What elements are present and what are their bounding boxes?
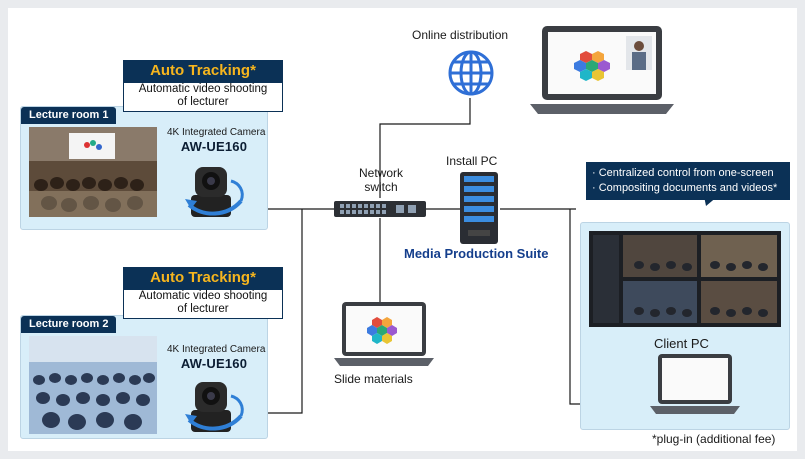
auto-tracking-description: Automatic video shooting of lecturer: [123, 82, 283, 112]
camera-title: 4K Integrated Camera: [167, 344, 266, 355]
camera-title: 4K Integrated Camera: [167, 127, 266, 138]
client-pc-area: [580, 222, 790, 430]
room-tab: Lecture room 1: [21, 107, 117, 124]
ptz-camera-icon: [183, 376, 247, 439]
slide-materials-label: Slide materials: [334, 372, 413, 386]
camera-model: AW-UE160: [180, 356, 248, 371]
install-pc-label: Install PC: [446, 154, 498, 168]
lecture-room-1: Lecture room 1 4K Integrated Camera AW-U…: [20, 106, 268, 230]
network-switch-label: Network switch: [358, 166, 403, 194]
client-pc-label: Client PC: [654, 336, 709, 351]
plug-in-footnote: *plug-in (additional fee): [652, 432, 776, 446]
lecture-room-photo: [29, 127, 157, 217]
camera-model: AW-UE160: [180, 139, 248, 154]
monitoring-screen: [589, 231, 781, 332]
bubble-pointer: [704, 196, 718, 206]
server-tower-icon: [460, 172, 500, 251]
streaming-laptop-icon: [530, 24, 674, 121]
wire-room2-switch: [262, 209, 303, 414]
media-production-suite-label: Media Production Suite: [404, 246, 549, 261]
lecture-room-2: Lecture room 2 4K Integrated Camera AW-U…: [20, 315, 268, 439]
slide-materials-laptop-icon: [334, 302, 434, 373]
auto-tracking-callout: Auto Tracking*: [123, 60, 283, 82]
ptz-camera-icon: [183, 161, 247, 226]
client-features-bubble: · Centralized control from one-screen · …: [586, 162, 790, 200]
auto-tracking-callout: Auto Tracking*: [123, 267, 283, 289]
network-switch-icon: [334, 199, 426, 224]
online-distribution-label: Online distribution: [412, 28, 509, 42]
room-tab: Lecture room 2: [21, 316, 117, 333]
lecture-room-photo: [29, 336, 157, 434]
auto-tracking-description: Automatic video shooting of lecturer: [123, 289, 283, 319]
client-laptop-icon: [650, 354, 740, 421]
globe-icon: [446, 48, 496, 103]
wire-switch-online: [379, 98, 471, 198]
